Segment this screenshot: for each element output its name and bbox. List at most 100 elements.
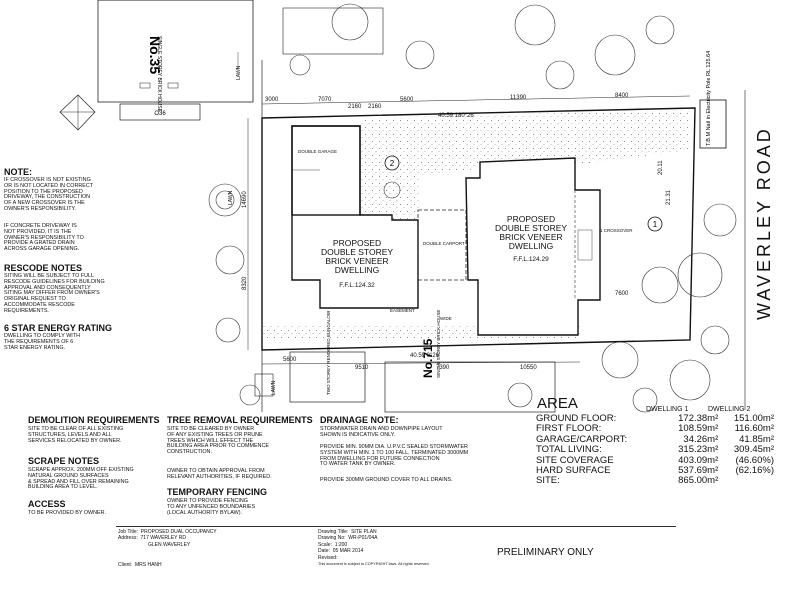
tree-line: SITE TO BE CLEARED BY OWNER xyxy=(167,426,255,432)
tree-line: BUILDING AREA PRIOR TO COMMENCE xyxy=(167,443,269,450)
demolition-text: SITE TO BE CLEAR OF ALL EXISTING STRUCTU… xyxy=(28,426,168,444)
neighbour-garage xyxy=(282,7,384,55)
address-1: 717 WAVERLEY RD xyxy=(140,535,186,542)
rescode-text: SITING WILL BE SUBJECT TO FULL RESCODE G… xyxy=(4,273,154,315)
concrete-line: OWNER'S RESPONSIBILITY TO xyxy=(4,234,84,241)
trees xyxy=(208,3,737,413)
fencing-text: OWNER TO PROVIDE FENCING TO ANY UNFENCED… xyxy=(167,498,317,516)
drainage-text: STORMWATER DRAIN AND DOWNPIPE LAYOUT SHO… xyxy=(320,426,520,439)
area-header-d2: DWELLING 2 xyxy=(708,406,751,413)
area-header-d1: DWELLING 1 xyxy=(646,406,689,413)
scrape-text: SCRAPE APPROX. 200MM OFF EXISTING NATURA… xyxy=(28,467,168,491)
label-easement: EASEMENT xyxy=(390,308,415,313)
neighbour-south-number: No.715 xyxy=(421,338,435,378)
tree-title: TREE REMOVAL REQUIREMENTS xyxy=(167,415,313,425)
title-block-rule xyxy=(116,526,676,527)
tree-line: RELEVANT AUTHORITIES, IF REQUIRED. xyxy=(167,473,272,480)
rescode-line: ORIGINAL REQUEST TO xyxy=(4,296,66,303)
dim-top-6: 8400 xyxy=(615,93,629,99)
drainage-line: SYSTEM WITH MIN. 1 TO 100 FALL, TERMINAT… xyxy=(320,449,469,456)
dim-left-1: 8320 xyxy=(242,276,248,290)
dwelling-1-carport xyxy=(417,209,467,281)
note-line: IF CROSSOVER IS NOT EXISTING xyxy=(4,177,91,183)
dim-top-1: 7070 xyxy=(318,97,332,103)
access-title: ACCESS xyxy=(28,499,66,509)
dwelling-1-title-a: PROPOSED xyxy=(507,214,555,224)
concrete-line: IF CONCRETE DRIVEWAY IS xyxy=(4,223,77,229)
dim-bottom-4: 7600 xyxy=(615,291,629,297)
drainage-line: STORMWATER DRAIN AND DOWNPIPE LAYOUT xyxy=(320,426,443,432)
top-dimensions: 3000 7070 2160 2160 5600 11390 8400 40.5… xyxy=(261,93,691,119)
dwelling-2-title-c: BRICK VENEER xyxy=(325,256,388,266)
energy-title: 6 STAR ENERGY RATING xyxy=(4,323,113,333)
note-title: NOTE: xyxy=(4,167,32,177)
tree-line: CONSTRUCTION. xyxy=(167,449,212,456)
copyright-text: This document is subject to COPYRIGHT la… xyxy=(318,562,430,567)
dim-front-1: 21.31 xyxy=(666,189,672,205)
demolition-line: SERVICES RELOCATED BY OWNER. xyxy=(28,437,122,444)
drainage-line: PROVIDE MIN. 90MM DIA. U.P.V.C SEALED ST… xyxy=(320,444,468,450)
drawing-title: SITE PLAN xyxy=(351,529,377,535)
site-row: SITE COVERAGE 403.09m² (46.60%) xyxy=(536,454,774,466)
area-label: GROUND FLOOR: xyxy=(536,413,617,424)
area-d2: 41.85m² xyxy=(739,433,774,445)
top-bearing: 40.59 180°26' xyxy=(438,113,475,119)
drainage-line: TO WATER TANK BY OWNER. xyxy=(320,461,396,468)
job-title-label: Job Title: xyxy=(118,529,139,535)
site-d2 xyxy=(718,476,774,486)
area-d1: 108.59m² xyxy=(678,423,719,435)
tree-line: OF ANY EXISTING TREES OR PRUNE xyxy=(167,431,263,438)
site-d1: 403.09m² xyxy=(678,454,719,466)
dwelling-2-ffl: F.F.L.124.32 xyxy=(339,282,375,289)
area-title: AREA xyxy=(537,395,578,412)
note-line: OF A NEW CROSSOVER IS THE xyxy=(4,200,85,207)
rescode-line: REQUIREMENTS. xyxy=(4,307,49,314)
area-table: GROUND FLOOR: 172.38m² 151.00m² FIRST FLOO… xyxy=(536,413,774,487)
label-lawn-left: LAWN xyxy=(228,190,234,205)
energy-line: STAR ENERGY RATING. xyxy=(4,344,66,351)
label-lawn-top: LAWN xyxy=(236,65,242,80)
fencing-line: (LOCAL AUTHORITY BYLAW). xyxy=(167,509,242,516)
scrape-line: NATURAL GROUND SURFACES xyxy=(28,472,109,479)
dwelling-2-title-b: DOUBLE STOREY xyxy=(321,247,393,257)
site-d2: (46.60%) xyxy=(735,454,774,466)
street-name: WAVERLEY ROAD xyxy=(754,126,774,320)
demolition-line: SITE TO BE CLEAR OF ALL EXISTING xyxy=(28,426,124,432)
drawing-no-label: Drawing No: xyxy=(318,535,346,542)
note-line: DRIVEWAY, THE CONSTRUCTION xyxy=(4,194,91,201)
rescode-line: ACCOMMODATE RESCODE xyxy=(4,302,75,309)
concrete-note: IF CONCRETE DRIVEWAY IS NOT PROVIDED, IT… xyxy=(4,223,154,253)
dwelling-2-number: 2 xyxy=(390,159,395,168)
area-label: FIRST FLOOR: xyxy=(536,423,602,435)
preliminary-status: PRELIMINARY ONLY xyxy=(497,547,594,558)
site-label: SITE: xyxy=(536,475,560,487)
energy-line: DWELLING TO COMPLY WITH xyxy=(4,333,80,339)
dwelling-1-number-circle xyxy=(647,216,663,232)
site-label: HARD SURFACE xyxy=(536,465,611,477)
dwelling-2-number-circle xyxy=(384,155,400,171)
dim-top-2: 2160 xyxy=(348,104,362,110)
area-d1: 172.38m² xyxy=(678,413,719,424)
concrete-line: PROVIDE A GRATED DRAIN xyxy=(4,240,75,247)
client-label: Client: xyxy=(118,562,133,569)
dim-top-3: 2160 xyxy=(368,104,382,110)
label-double-carport: DOUBLE CARPORT xyxy=(423,241,465,246)
date-label: Date: xyxy=(318,548,330,555)
site-label: SITE COVERAGE xyxy=(536,454,614,466)
area-d1: 315.23m² xyxy=(678,444,719,456)
demolition-line: STRUCTURES, LEVELS AND ALL xyxy=(28,431,112,438)
front-dimensions: 20.11 21.31 xyxy=(658,160,672,205)
area-d2: 151.00m² xyxy=(733,413,774,424)
dwelling-1-title-d: DWELLING xyxy=(509,241,553,251)
scrape-line: & SPREAD AND FILL OVER REMAINING xyxy=(28,478,129,485)
tree-line: OWNER TO OBTAIN APPROVAL FROM xyxy=(167,468,265,474)
drainage-text-2: PROVIDE MIN. 90MM DIA. U.P.V.C SEALED ST… xyxy=(320,444,530,468)
tree-text: SITE TO BE CLEARED BY OWNER OF ANY EXIST… xyxy=(167,426,317,456)
area-row: GROUND FLOOR: 172.38m² 151.00m² xyxy=(536,413,774,424)
label-crossover: 1 CROSSOVER xyxy=(600,228,633,233)
drainage-line: PROVIDE 300MM GROUND COVER TO ALL DRAINS… xyxy=(320,477,453,483)
concrete-line: ACROSS GARAGE OPENING. xyxy=(4,246,80,253)
